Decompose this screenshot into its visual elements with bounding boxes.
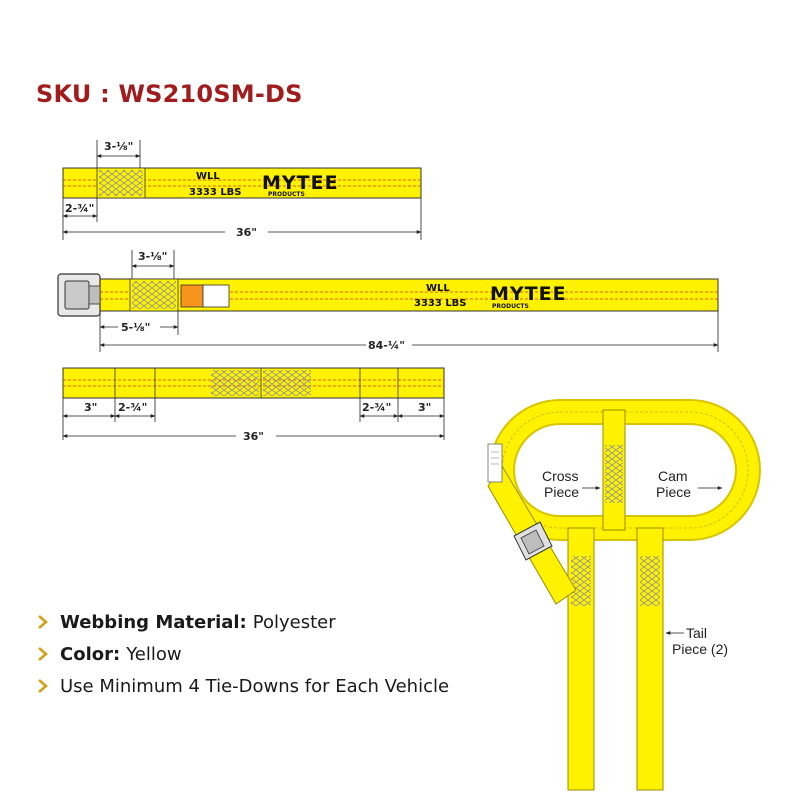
tail-piece-label-1: Tail — [686, 625, 707, 641]
cam-piece-label-2: Piece — [656, 484, 691, 500]
chevron-right-icon — [38, 679, 48, 693]
feature-value: Yellow — [126, 643, 182, 665]
strap-two-stitch-dim: 3-⅛" — [138, 250, 167, 263]
assembly-buckle-icon — [513, 521, 553, 561]
strap-two-wll-value: 3333 LBS — [414, 298, 467, 309]
cam-piece-label-1: Cam — [658, 468, 688, 484]
feature-item: Webbing Material: Polyester — [38, 606, 449, 638]
feature-label: Color: — [60, 643, 121, 665]
strap-one-offset-dim: 2-¾" — [65, 202, 94, 215]
feature-item: Color: Yellow — [38, 638, 449, 670]
tail-piece-label-2: Piece (2) — [672, 641, 728, 657]
strap-three-stitch-left — [211, 370, 259, 396]
strap-one: WLL 3333 LBS MYTEE PRODUCTS 3-⅛" 2-¾" 36… — [62, 140, 422, 240]
strap-one-brand-sub: PRODUCTS — [268, 191, 305, 198]
feature-item: Use Minimum 4 Tie-Downs for Each Vehicle — [38, 670, 449, 702]
strap-one-stitch-dim: 3-⅛" — [104, 140, 133, 153]
feature-value: Use Minimum 4 Tie-Downs for Each Vehicle — [60, 675, 450, 697]
strap-one-length-dim: 36" — [236, 226, 257, 239]
strap-two: WLL 3333 LBS MYTEE PRODUCTS 3-⅛" 5-⅛" 84… — [57, 250, 719, 352]
feature-value: Polyester — [252, 611, 336, 633]
feature-list: Webbing Material: Polyester Color: Yello… — [38, 606, 449, 702]
strap-three-stitch-right — [263, 370, 311, 396]
strap-one-wll-value: 3333 LBS — [189, 187, 242, 198]
sku-title: SKU : WS210SM-DS — [36, 80, 303, 108]
strap-three-right-gap-dim: 2-¾" — [362, 401, 391, 414]
chevron-right-icon — [38, 647, 48, 661]
strap-two-length-dim: 84-¼" — [368, 339, 405, 352]
strap-two-white-tag — [202, 284, 230, 308]
strap-two-wll: WLL — [426, 283, 450, 294]
chevron-right-icon — [38, 615, 48, 629]
strap-label-tag — [487, 443, 503, 483]
strap-two-offset-dim: 5-⅛" — [121, 321, 150, 334]
strap-three-length-dim: 36" — [243, 430, 264, 443]
strap-one-brand: MYTEE — [262, 172, 339, 194]
strap-three-left-end-dim: 3" — [84, 401, 97, 414]
strap-two-brand-sub: PRODUCTS — [492, 303, 529, 310]
cross-piece-label-2: Piece — [544, 484, 579, 500]
assembly-illustration: Cross Piece Cam Piece Tail Piece (2) — [487, 399, 761, 791]
feature-label: Webbing Material: — [60, 611, 247, 633]
strap-three: 3" 2-¾" 2-¾" 3" 36" — [62, 367, 445, 443]
cross-piece-label-1: Cross — [542, 468, 579, 484]
strap-three-left-gap-dim: 2-¾" — [118, 401, 147, 414]
strap-one-wll: WLL — [196, 171, 220, 182]
strap-two-brand: MYTEE — [490, 283, 567, 305]
strap-two-orange-tag — [180, 284, 204, 308]
strap-three-right-end-dim: 3" — [418, 401, 431, 414]
cam-buckle-icon — [57, 273, 101, 317]
